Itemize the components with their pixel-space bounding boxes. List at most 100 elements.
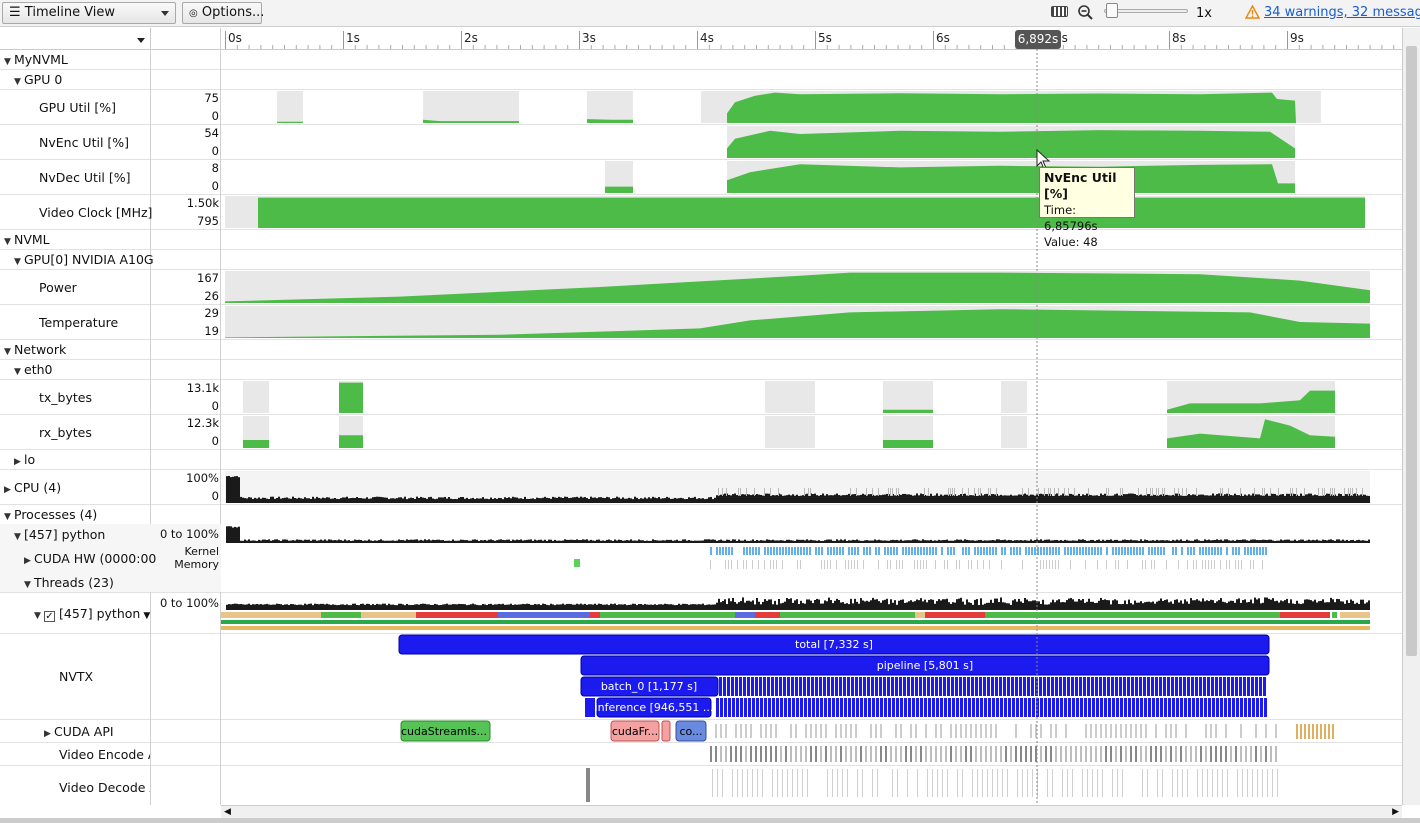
cuda-api-mark	[880, 724, 882, 738]
kernel-mark	[983, 547, 985, 555]
process-bar	[1136, 540, 1138, 543]
cpu-peak	[1068, 488, 1069, 496]
zoom-out-icon[interactable]	[1077, 4, 1094, 21]
cpu-bar	[284, 497, 286, 503]
row-nvml[interactable]: ▼NVML	[4, 232, 50, 247]
keyboard-icon[interactable]	[1051, 6, 1068, 17]
thread-state-segment	[1340, 612, 1370, 618]
row-cuda-api[interactable]: ▶CUDA API	[44, 724, 114, 739]
row-threads[interactable]: ▼Threads (23)	[24, 575, 114, 590]
nvtx-batch-stripe	[891, 677, 894, 696]
timeline-canvas[interactable]: 0s1s2s3s4s5s6s7s8s9s total [7,332 s] pip…	[0, 0, 1402, 805]
scroll-left-icon[interactable]: ◀	[224, 807, 231, 817]
nvtx-inference-stripe	[1064, 698, 1067, 717]
process-bar	[1264, 539, 1266, 543]
kernel-mark	[1253, 547, 1255, 555]
row-python-process[interactable]: ▼[457] python	[14, 527, 105, 542]
cpu-bar	[822, 493, 824, 503]
tooltip-value: Value: 48	[1044, 235, 1098, 249]
row-options-dropdown[interactable]	[0, 28, 151, 49]
row-gpu0[interactable]: ▼GPU 0	[14, 72, 62, 87]
video-encode-mark	[1020, 746, 1022, 762]
thread-menu-caret[interactable]: ▼	[143, 611, 151, 621]
process-bar	[1276, 540, 1278, 543]
video-encode-mark	[945, 746, 947, 762]
nvtx-batch-range[interactable]	[580, 676, 719, 697]
thread-bar	[1024, 597, 1026, 610]
nvtx-inference-range[interactable]	[596, 697, 712, 718]
process-bar	[514, 540, 516, 543]
row-eth0[interactable]: ▼eth0	[14, 362, 52, 377]
thread-state-segment	[361, 612, 416, 618]
row-mynvml[interactable]: ▼MyNVML	[4, 52, 68, 67]
horizontal-scrollbar[interactable]: ◀ ▶	[221, 805, 1402, 819]
nvtx-inference-stripe	[1188, 698, 1191, 717]
cpu-bar	[542, 497, 544, 503]
cpu-bar	[238, 477, 240, 503]
cpu-bar	[1050, 494, 1052, 503]
nvtx-pipeline-range[interactable]	[580, 655, 1270, 676]
nvtx-ranges[interactable]: total [7,332 s] pipeline [5,801 s] batch…	[398, 634, 1270, 718]
cuda-stream-block[interactable]	[400, 720, 491, 742]
process-bar	[832, 540, 834, 543]
thread-bar	[1306, 599, 1308, 610]
kernel-mark	[875, 547, 877, 555]
thread-bar	[496, 604, 498, 610]
memory-mark	[827, 560, 828, 569]
row-python-thread[interactable]: ▼✓[457] python▼	[34, 606, 150, 622]
cuda-api-blocks[interactable]: cudaStreamIs... cudaFr... co...	[400, 720, 707, 742]
thread-bar	[308, 603, 310, 610]
row-cuda-hw[interactable]: ▶CUDA HW (0000:00	[24, 551, 156, 566]
nvtx-batch-stripe	[871, 677, 874, 696]
options-button[interactable]: ◎ Options...	[182, 2, 264, 24]
process-scale: 0 to 100%	[159, 527, 219, 541]
thread-checkbox[interactable]: ✓	[44, 611, 55, 622]
row-lo[interactable]: ▶lo	[14, 452, 35, 467]
cpu-bar	[678, 498, 680, 503]
cpu-bar	[804, 494, 806, 503]
row-gpu-a10g[interactable]: ▼GPU[0] NVIDIA A10G	[14, 252, 154, 267]
cpu-bar	[448, 497, 450, 503]
process-bar	[236, 527, 238, 543]
warnings-link[interactable]: 34 warnings, 32 messages	[1264, 5, 1420, 20]
cpu-bar	[892, 493, 894, 503]
process-bar	[1230, 540, 1232, 543]
process-bar	[412, 539, 414, 543]
process-bar	[1158, 540, 1160, 543]
row-network[interactable]: ▼Network	[4, 342, 66, 357]
cpu-bar	[612, 498, 614, 503]
time-ruler[interactable]: 0s1s2s3s4s5s6s7s8s9s	[225, 31, 1395, 49]
nvtx-inference-stripes	[585, 698, 1267, 717]
nvtx-total-range[interactable]	[398, 634, 1270, 655]
row-cpu[interactable]: ▶CPU (4)	[4, 480, 61, 495]
cpu-bar	[1156, 495, 1158, 503]
process-bar	[1064, 539, 1066, 543]
process-bar	[892, 539, 894, 543]
cuda-small-block[interactable]	[661, 720, 671, 742]
nvtx-batch-stripe	[887, 677, 890, 696]
cpu-bar	[488, 499, 490, 503]
cpu-peak	[718, 488, 719, 496]
thread-bar	[1312, 601, 1314, 610]
cuda-co-block[interactable]	[675, 720, 707, 742]
thread-bar	[1240, 602, 1242, 610]
zoom-slider-thumb[interactable]	[1106, 3, 1118, 18]
thread-bar	[838, 600, 840, 610]
process-bar	[776, 540, 778, 543]
vertical-scrollbar-thumb[interactable]	[1406, 46, 1417, 656]
row-processes[interactable]: ▼Processes (4)	[4, 507, 97, 522]
thread-bar	[246, 604, 248, 610]
zoom-slider[interactable]	[1104, 3, 1188, 18]
cpu-bar	[280, 498, 282, 503]
scroll-right-icon[interactable]: ▶	[1392, 807, 1399, 817]
view-select[interactable]: ☰ Timeline View	[2, 2, 176, 24]
vertical-scrollbar[interactable]	[1402, 28, 1420, 805]
cpu-bar	[1208, 495, 1210, 503]
nvtx-inference-stripe	[968, 698, 971, 717]
cuda-free-block[interactable]	[610, 720, 660, 742]
cpu-bar	[408, 498, 410, 503]
thread-bar	[1028, 601, 1030, 610]
nvtx-batch-stripe	[1255, 677, 1258, 696]
cpu-bar	[450, 498, 452, 503]
thread-bar	[1328, 602, 1330, 610]
